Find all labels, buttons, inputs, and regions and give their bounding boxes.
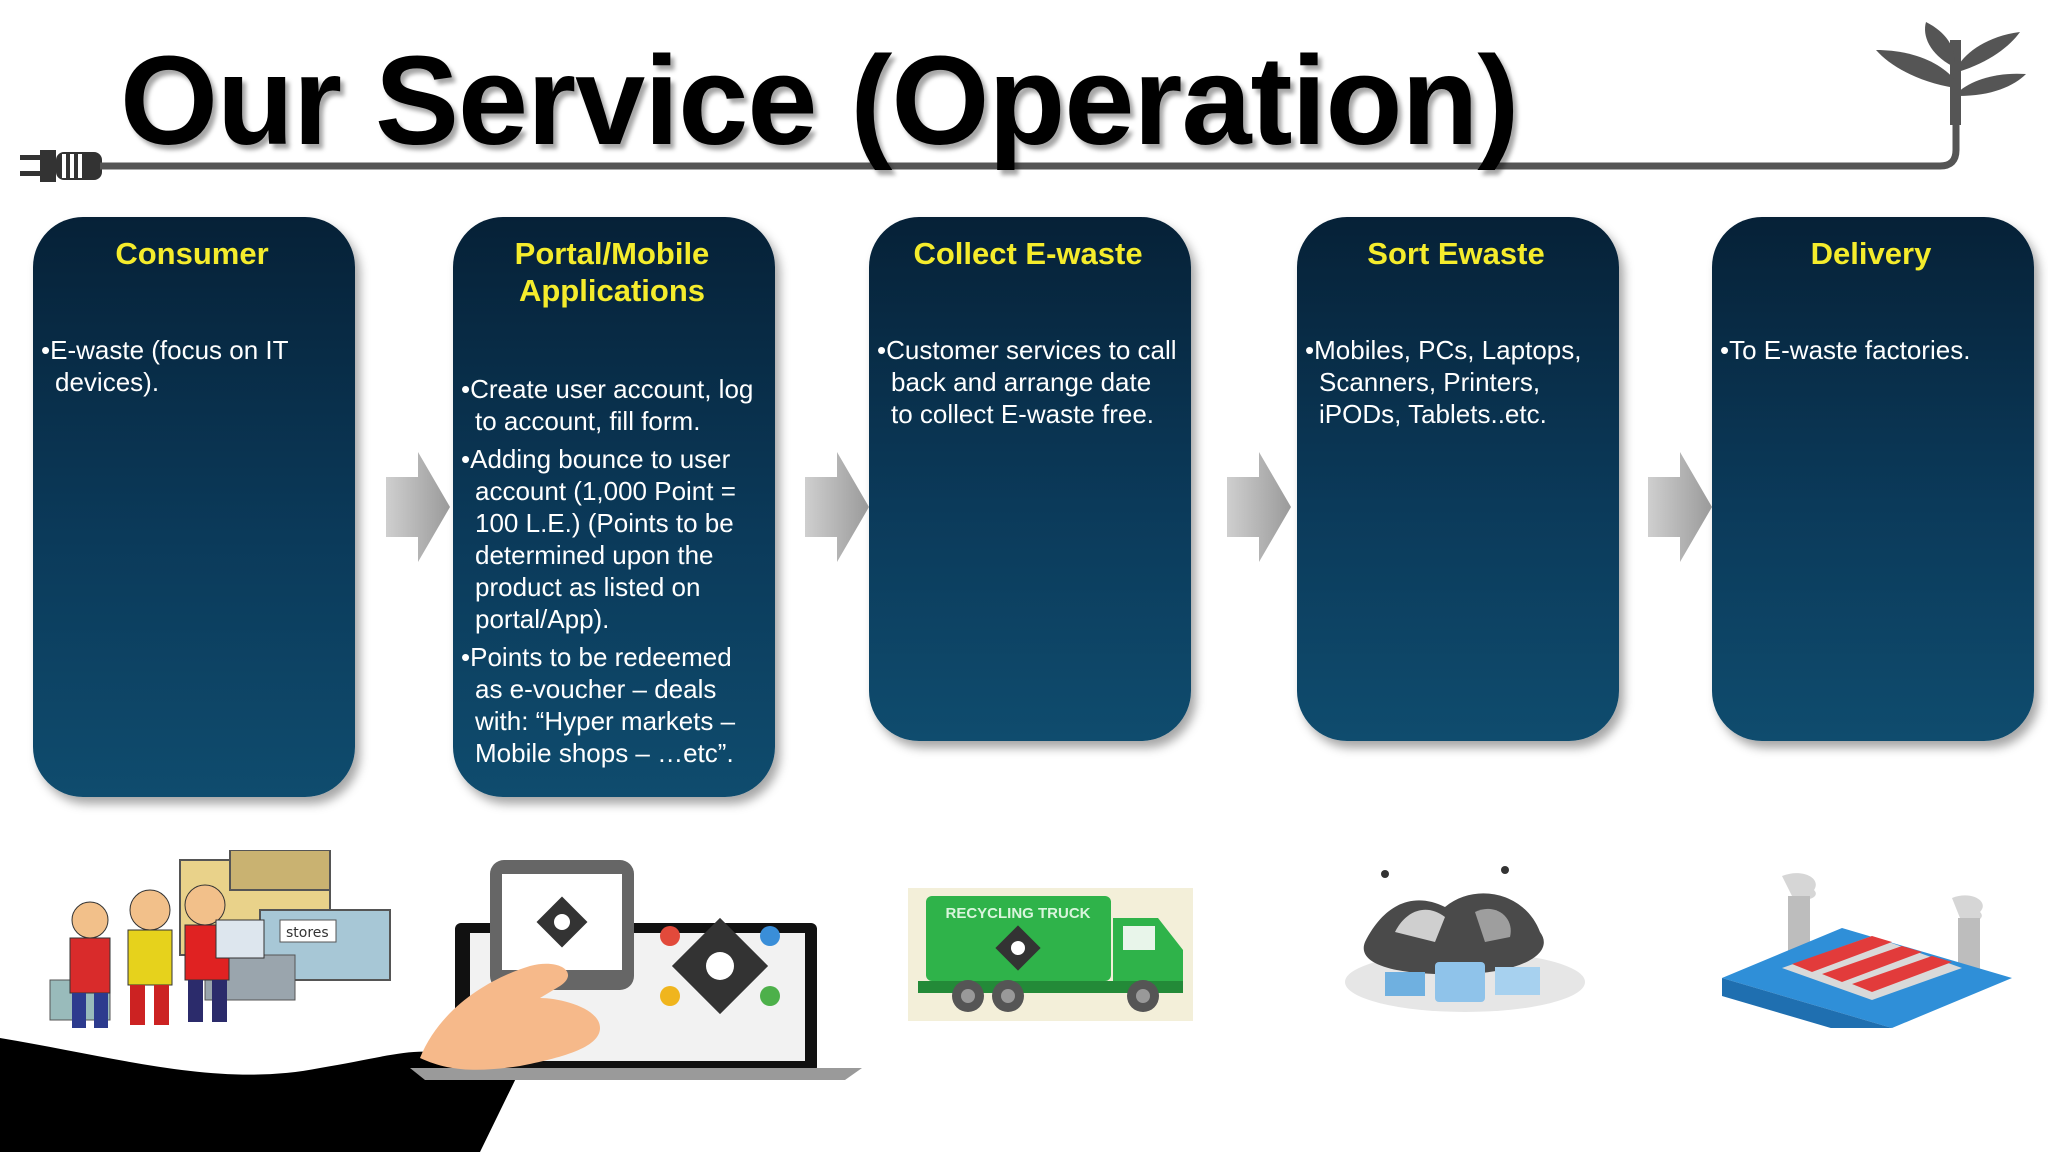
arrow-right-icon <box>386 452 450 562</box>
step-box-portal: Portal/Mobile Applications Create user a… <box>453 217 775 797</box>
step-title: Collect E-waste <box>913 236 1143 271</box>
consumer-illustration: stores <box>49 850 391 1028</box>
plug-icon <box>20 150 102 182</box>
step-title: Consumer <box>115 236 269 271</box>
app-logo-icon <box>660 917 780 1015</box>
arrow-right-icon <box>1227 452 1291 562</box>
arrow-right-icon <box>805 452 869 562</box>
arrow-right-icon <box>1648 452 1712 562</box>
step-bullets: E-waste (focus on IT devices). <box>41 334 343 398</box>
bullet-item: Adding bounce to user account (1,000 Poi… <box>461 443 763 635</box>
step-bullets: To E-waste factories. <box>1720 334 2022 366</box>
page-title: Our Service (Operation) <box>120 30 1519 171</box>
bullet-item: Create user account, log to account, fil… <box>461 373 763 437</box>
header-decoration <box>20 22 2026 182</box>
bullet-item: Points to be redeemed as e-voucher – dea… <box>461 641 763 769</box>
bullet-item: E-waste (focus on IT devices). <box>41 334 343 398</box>
factory-illustration <box>1722 873 2012 1028</box>
sort-illustration <box>1345 866 1585 1012</box>
bullet-item: Mobiles, PCs, Laptops, Scanners, Printer… <box>1305 334 1607 430</box>
truck-label: RECYCLING TRUCK <box>946 905 1091 922</box>
truck-illustration: RECYCLING TRUCK <box>908 888 1193 1021</box>
step-title: Delivery <box>1810 236 1932 271</box>
cable-line <box>100 120 1960 170</box>
step-title: Portal/Mobile Applications <box>514 236 710 308</box>
bullet-item: Customer services to call back and arran… <box>877 334 1179 430</box>
step-box-sort: Sort Ewaste Mobiles, PCs, Laptops, Scann… <box>1297 217 1619 741</box>
step-box-collect: Collect E-waste Customer services to cal… <box>869 217 1191 741</box>
step-title: Sort Ewaste <box>1367 236 1545 271</box>
step-box-delivery: Delivery To E-waste factories. <box>1712 217 2034 741</box>
bullet-item: To E-waste factories. <box>1720 334 2022 366</box>
step-bullets: Customer services to call back and arran… <box>877 334 1179 430</box>
plant-icon <box>1876 22 2026 125</box>
step-box-consumer: Consumer E-waste (focus on IT devices). <box>33 217 355 797</box>
store-sign: stores <box>286 925 329 941</box>
portal-illustration <box>0 860 862 1152</box>
step-bullets: Mobiles, PCs, Laptops, Scanners, Printer… <box>1305 334 1607 430</box>
step-bullets: Create user account, log to account, fil… <box>461 373 763 769</box>
